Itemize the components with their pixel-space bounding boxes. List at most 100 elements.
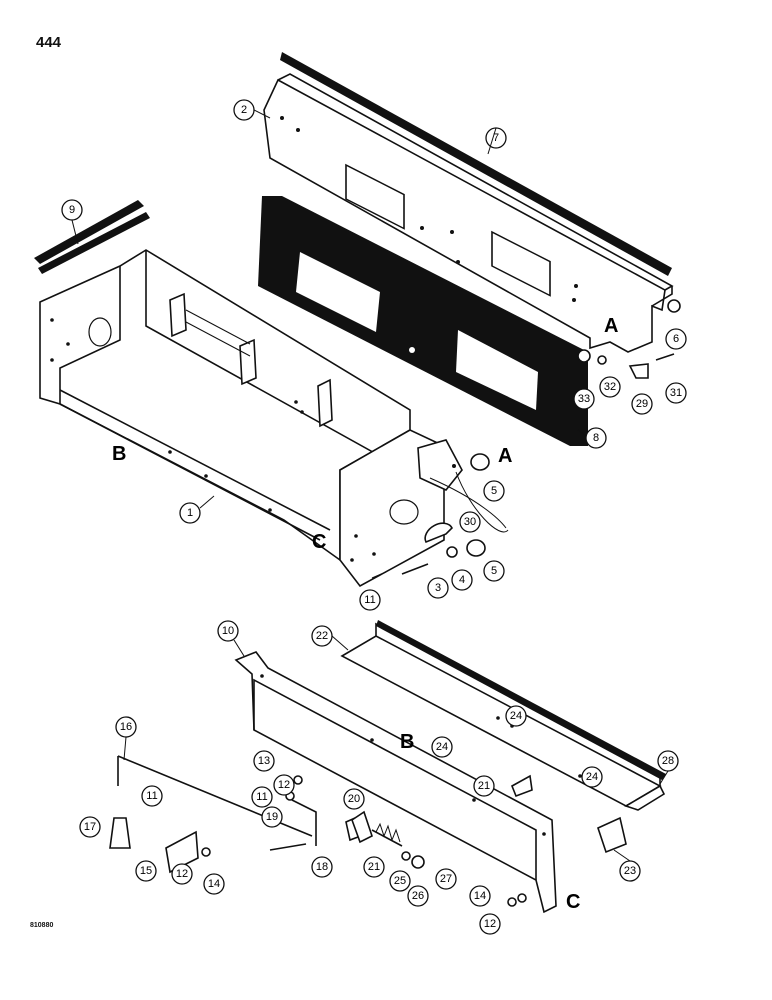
leader-lines — [71, 109, 669, 862]
svg-text:14: 14 — [474, 890, 486, 902]
section-letter-c: C — [312, 531, 326, 553]
svg-text:11: 11 — [364, 594, 375, 606]
section-letter-b: B — [112, 443, 126, 465]
callout-11b: 11 — [251, 786, 273, 808]
callout-29: 29 — [631, 393, 653, 415]
top-seal-strip — [280, 52, 672, 276]
callout-24b: 24 — [431, 736, 453, 758]
svg-text:23: 23 — [624, 865, 636, 877]
callout-8: 8 — [585, 427, 607, 449]
callout-20: 20 — [343, 788, 365, 810]
callout-9: 9 — [61, 199, 83, 221]
section-letter-a-2: A — [498, 445, 512, 467]
housing-hardware — [371, 299, 681, 579]
svg-text:10: 10 — [222, 625, 234, 637]
svg-text:2: 2 — [241, 104, 247, 116]
svg-text:12: 12 — [176, 868, 188, 880]
section-letter-c-2: C — [566, 891, 580, 913]
callout-28: 28 — [657, 750, 679, 772]
callout-17: 17 — [79, 816, 101, 838]
svg-text:8: 8 — [593, 432, 599, 444]
svg-text:24: 24 — [436, 741, 448, 753]
svg-text:9: 9 — [69, 204, 75, 216]
callout-12b: 12 — [171, 863, 193, 885]
svg-text:5: 5 — [491, 565, 497, 577]
svg-text:33: 33 — [578, 393, 590, 405]
callout-16: 16 — [115, 716, 137, 738]
callout-23: 23 — [619, 860, 641, 882]
svg-text:27: 27 — [440, 873, 452, 885]
svg-text:29: 29 — [636, 398, 648, 410]
svg-text:5: 5 — [491, 485, 497, 497]
callout-1: 1 — [179, 502, 201, 524]
callout-5: 5 — [483, 560, 505, 582]
svg-text:11: 11 — [146, 790, 157, 802]
callout-18: 18 — [311, 856, 333, 878]
main-housing — [39, 249, 463, 588]
callout-21b: 21 — [473, 775, 495, 797]
svg-text:7: 7 — [493, 132, 499, 144]
callout-7: 7 — [485, 127, 507, 149]
svg-text:17: 17 — [84, 821, 96, 833]
svg-text:20: 20 — [348, 793, 360, 805]
svg-text:3: 3 — [435, 582, 441, 594]
lower-rail-assembly — [234, 620, 666, 914]
page-number: 444 — [36, 34, 62, 51]
svg-text:28: 28 — [662, 755, 674, 767]
callout-13: 13 — [253, 750, 275, 772]
callout-30: 30 — [459, 511, 481, 533]
side-seal-strip — [34, 200, 150, 274]
svg-text:25: 25 — [394, 875, 406, 887]
callout-31: 31 — [665, 382, 687, 404]
svg-text:24: 24 — [586, 771, 598, 783]
reference-code: 810880 — [30, 922, 54, 929]
svg-text:12: 12 — [278, 779, 290, 791]
callout-19: 19 — [261, 806, 283, 828]
svg-text:22: 22 — [316, 630, 328, 642]
svg-text:15: 15 — [140, 865, 152, 877]
svg-text:24: 24 — [510, 710, 522, 722]
svg-text:13: 13 — [258, 755, 270, 767]
top-panel — [263, 73, 674, 353]
svg-text:14: 14 — [208, 878, 220, 890]
callout-14b: 14 — [469, 885, 491, 907]
callout-11c: 11 — [141, 785, 163, 807]
callout-22: 22 — [311, 625, 333, 647]
callout-4: 4 — [451, 569, 473, 591]
linkage-hardware — [109, 755, 527, 907]
callout-25: 25 — [389, 870, 411, 892]
svg-text:11: 11 — [256, 791, 267, 803]
callout-2: 2 — [233, 99, 255, 121]
callout-5b: 5 — [483, 480, 505, 502]
callout-11: 11 — [359, 589, 381, 611]
svg-text:18: 18 — [316, 861, 328, 873]
callout-32: 32 — [599, 376, 621, 398]
svg-text:6: 6 — [673, 333, 679, 345]
svg-text:16: 16 — [120, 721, 132, 733]
svg-text:30: 30 — [464, 516, 476, 528]
callout-12c: 12 — [479, 913, 501, 935]
callout-6: 6 — [665, 328, 687, 350]
svg-text:32: 32 — [604, 381, 616, 393]
svg-text:1: 1 — [187, 507, 193, 519]
callout-27: 27 — [435, 868, 457, 890]
svg-text:21: 21 — [478, 780, 490, 792]
callout-14: 14 — [203, 873, 225, 895]
callout-33: 33 — [573, 388, 595, 410]
callout-24: 24 — [505, 705, 527, 727]
callout-24c: 24 — [581, 766, 603, 788]
svg-text:19: 19 — [266, 811, 278, 823]
callout-3: 3 — [427, 577, 449, 599]
svg-text:26: 26 — [412, 890, 424, 902]
callout-10: 10 — [217, 620, 239, 642]
callout-15: 15 — [135, 860, 157, 882]
svg-text:31: 31 — [670, 387, 682, 399]
callout-21: 21 — [363, 856, 385, 878]
section-letter-b-2: B — [400, 731, 414, 753]
svg-text:12: 12 — [484, 918, 496, 930]
section-letter-a: A — [604, 315, 618, 337]
window-gasket — [258, 196, 588, 446]
svg-text:21: 21 — [368, 861, 380, 873]
